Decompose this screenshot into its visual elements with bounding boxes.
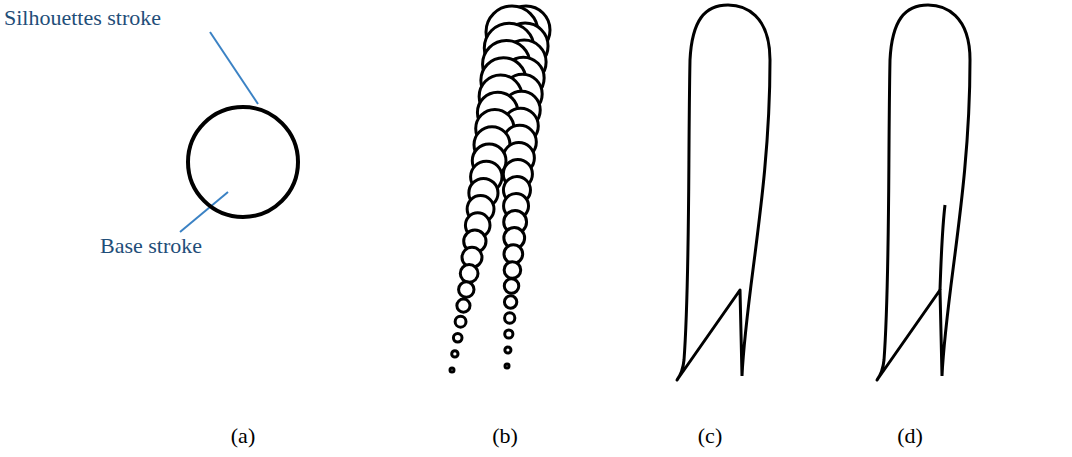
circle-trail [450,6,550,372]
trail-circle [504,262,521,279]
stroke-circle [188,107,298,217]
trail-circle [505,364,509,368]
leader-line [210,32,258,104]
trail-circle [455,316,466,327]
trail-circle [453,334,462,343]
trail-circle [460,265,478,283]
trail-circle [504,279,518,293]
trail-circle [504,296,516,308]
callout-label: Base stroke [100,234,202,258]
panel-label: (b) [492,424,518,448]
inner-stroke [940,205,945,290]
trail-circle [505,330,513,338]
panel-label: (a) [231,424,255,448]
trail-circle [505,313,515,323]
trail-circle [457,299,470,312]
trail-circle [452,351,458,357]
trail-circle [505,347,511,353]
silhouette-outline [877,5,970,380]
trail-circle [450,368,454,372]
silhouette-outline [677,5,770,380]
panel-label: (d) [897,424,923,448]
panel-label: (c) [698,424,722,448]
callout-label: Silhouettes stroke [4,6,161,30]
trail-circle [459,282,474,297]
